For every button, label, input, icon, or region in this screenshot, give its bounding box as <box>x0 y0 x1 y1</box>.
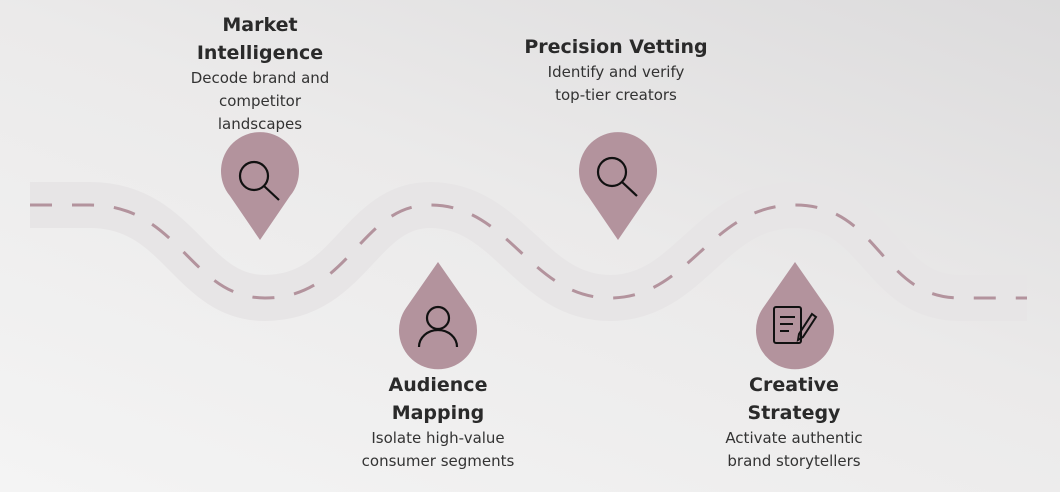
step-description: Decode brand and competitor landscapes <box>190 69 330 133</box>
step-description: Isolate high-value consumer segments <box>361 429 515 470</box>
step-title: Audience Mapping <box>388 374 488 424</box>
user-icon <box>417 305 459 348</box>
step-title: Creative Strategy <box>747 374 841 424</box>
step-description: Activate authentic brand storytellers <box>725 429 863 470</box>
document-pen-icon <box>773 306 818 344</box>
step-creative-strategy: Creative Strategy Activate authentic bra… <box>674 371 914 473</box>
step-title: Precision Vetting <box>524 36 708 58</box>
step-title: Market Intelligence <box>196 14 324 64</box>
pin-precision-vetting <box>579 132 657 240</box>
search-icon <box>596 156 638 197</box>
search-icon <box>238 160 280 201</box>
step-audience-mapping: Audience Mapping Isolate high-value cons… <box>318 371 558 473</box>
step-precision-vetting: Precision Vetting Identify and verify to… <box>496 33 736 107</box>
step-market-intelligence: Market Intelligence Decode brand and com… <box>160 11 360 136</box>
pin-market-intelligence <box>221 132 299 240</box>
road-dashes <box>30 203 1027 300</box>
step-description: Identify and verify top-tier creators <box>547 63 685 104</box>
drop-audience-mapping <box>399 262 477 370</box>
drop-creative-strategy <box>756 262 834 370</box>
